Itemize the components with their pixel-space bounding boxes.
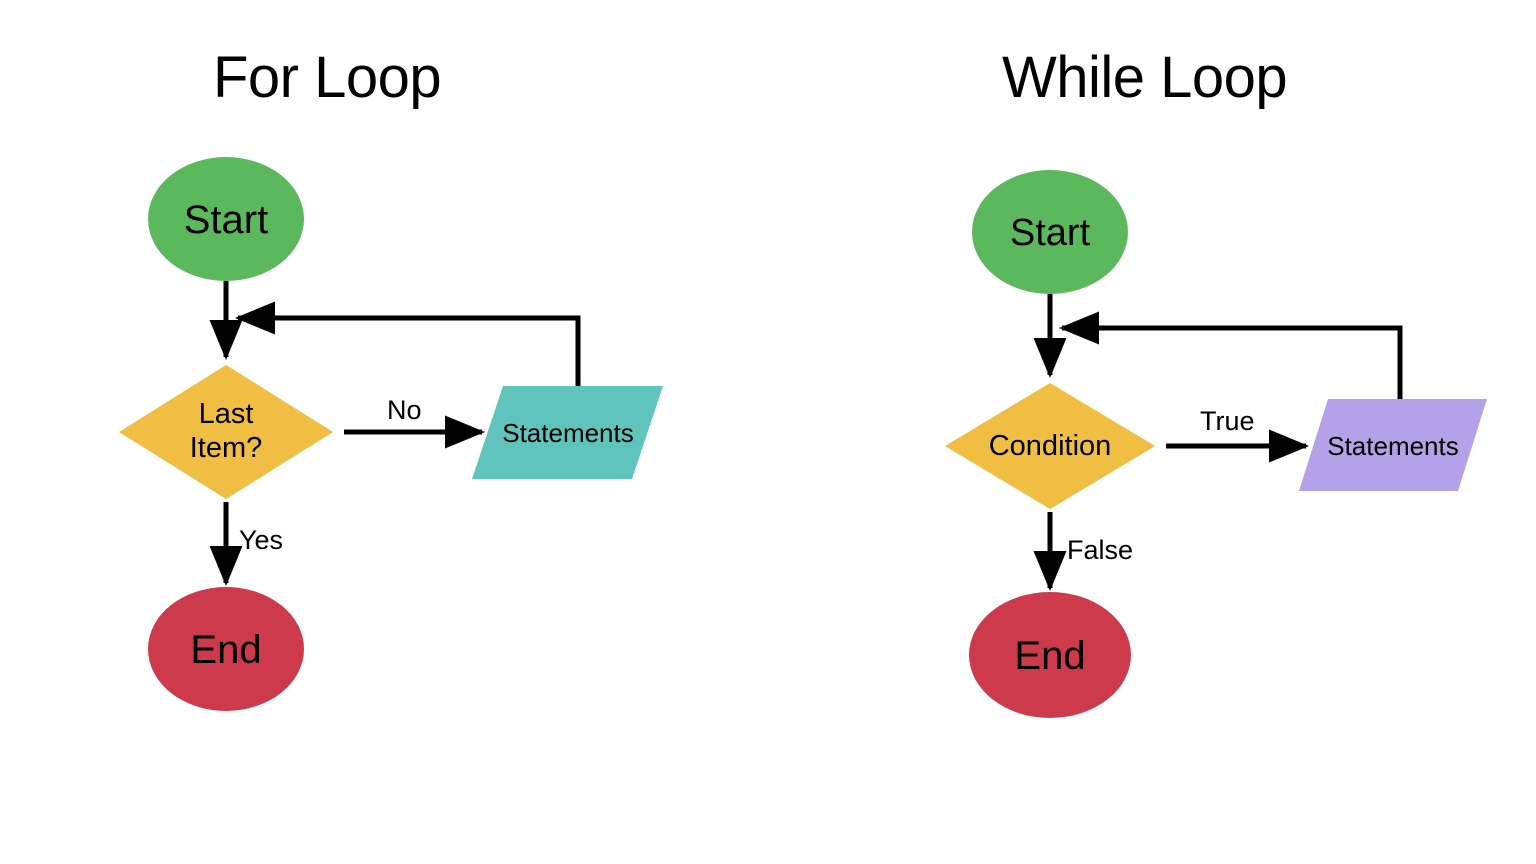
for-edge-label-no: No [387,395,422,425]
for-end-terminal[interactable] [148,587,304,711]
for-start-terminal[interactable] [148,157,304,281]
while-edge-label-true: True [1200,406,1255,436]
while-edge-label-false: False [1067,535,1134,565]
while-end-terminal[interactable] [969,592,1131,718]
while-loop-title: While Loop [1002,45,1288,110]
for-edge-process-loopback [235,301,581,386]
for-edge-label-yes: Yes [239,525,284,555]
while-process-parallelogram[interactable] [1299,399,1487,491]
for-process-parallelogram[interactable] [472,386,663,479]
while-decision-diamond[interactable] [945,383,1155,509]
for-decision-diamond[interactable] [119,365,333,499]
while-edge-process-loopback [1059,311,1403,399]
for-loop-title: For Loop [213,45,442,110]
while-start-terminal[interactable] [972,170,1128,294]
